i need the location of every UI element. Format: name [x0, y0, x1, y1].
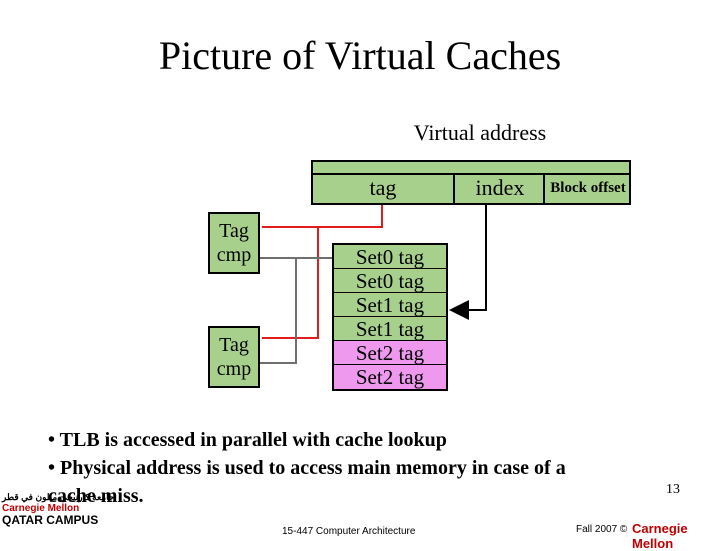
- bullet-item: • TLB is accessed in parallel with cache…: [48, 429, 447, 451]
- cache-wire-to-comparator-2: [260, 257, 332, 364]
- virtual-address-label: Virtual address: [413, 120, 547, 145]
- cache-row: Set0 tag: [334, 245, 446, 269]
- cache-tag-array: Set0 tag Set0 tag Set1 tag Set1 tag Set2…: [332, 243, 448, 391]
- block-offset-field: Block offset: [543, 173, 631, 203]
- campus-subtitle: QATAR CAMPUS: [2, 513, 99, 527]
- tag-comparator-2: Tag cmp: [208, 326, 260, 388]
- bullet-item-continuation: cache miss.: [48, 485, 144, 507]
- cache-row: Set2 tag: [334, 365, 446, 389]
- tag-field: tag: [369, 175, 397, 200]
- cache-row: Set1 tag: [334, 293, 446, 317]
- virtual-address-bar: tag index Block offset: [311, 160, 631, 205]
- comparator-1-label-line2: cmp: [216, 244, 252, 266]
- page-number: 13: [666, 482, 680, 497]
- index-wire-arrow: [449, 205, 487, 320]
- comparator-2-label-line2: cmp: [216, 358, 252, 380]
- campus-name: Carnegie Mellon: [2, 503, 80, 514]
- tag-wire-to-comparator-2: [262, 227, 319, 339]
- course-name: 15-447 Computer Architecture: [282, 526, 416, 537]
- cache-row: Set1 tag: [334, 317, 446, 341]
- campus-logo: جامعة كارنيجي ميلون في قطر Carnegie Mell…: [2, 492, 114, 527]
- bullet-item: • Physical address is used to access mai…: [48, 457, 566, 479]
- term-copyright: Fall 2007 ©: [576, 524, 628, 535]
- slide-title: Picture of Virtual Caches: [158, 33, 562, 78]
- address-bar-top-strip: [313, 162, 629, 175]
- cache-row: Set2 tag: [334, 341, 446, 365]
- index-field: index: [453, 173, 545, 203]
- tag-wire-to-comparator-1: [262, 205, 383, 228]
- university-logo: Carnegie Mellon: [632, 521, 688, 551]
- cache-row: Set0 tag: [334, 269, 446, 293]
- campus-arabic-name: جامعة كارنيجي ميلون في قطر: [2, 492, 115, 502]
- comparator-1-label-line1: Tag: [219, 220, 249, 242]
- comparator-2-label-line1: Tag: [219, 334, 249, 356]
- bullet-list: • TLB is accessed in parallel with cache…: [48, 426, 566, 510]
- tag-comparator-1: Tag cmp: [208, 212, 260, 274]
